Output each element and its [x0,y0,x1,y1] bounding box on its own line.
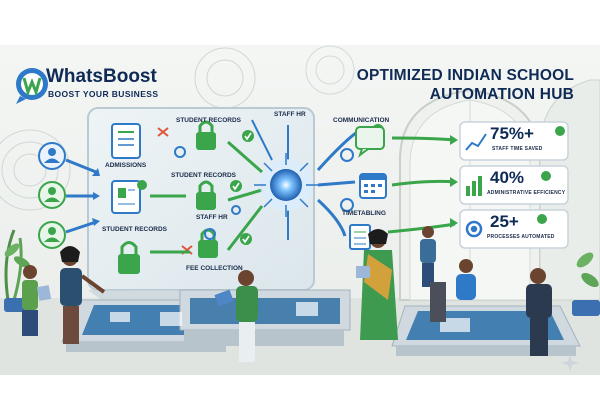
chart-icon [465,133,487,151]
person-teacher-left [60,246,106,344]
document-icon-records [111,180,141,214]
headline: OPTIMIZED INDIAN SCHOOL AUTOMATION HUB [357,66,574,104]
label-student-records-mid: STUDENT RECORDS [171,172,237,179]
headline-line-2: AUTOMATION HUB [429,86,574,103]
checklist-icon [349,224,371,250]
document-icon-admissions [111,123,141,159]
stat-value-2: 40% [490,168,525,187]
person-student-left [22,265,52,336]
person-man-suit [526,268,552,356]
padlock-icon-1 [196,120,216,150]
label-staff-hr-mid: STAFF HR [196,214,228,221]
stat-value-3: 25+ [490,212,519,231]
label-student-records-left: STUDENT RECORDS [102,226,168,233]
brand-name: WhatsBoost [46,66,157,87]
shuffle-icon-1 [157,127,169,137]
stat-value-1: 75%+ [490,124,534,143]
person-man-center [214,270,258,362]
stat-card-2 [459,165,569,205]
desk-middle [179,289,351,346]
label-admissions: ADMISSIONS [105,162,147,169]
label-student-records-top: STUDENT RECORDS [176,117,242,124]
stat-label-2: ADMINISTRATIVE EFFICIENCY [487,190,566,196]
stat-card-1 [459,121,569,161]
gear-icons [174,146,354,240]
label-timetabling: TIMETABLING [342,210,386,217]
label-staff-hr-top: STAFF HR [274,111,306,118]
whatsapp-logo [16,68,48,104]
label-fee-collection: FEE COLLECTION [186,265,243,272]
chat-bubble-icon [355,126,385,158]
user-icon-2 [38,181,66,209]
user-icon-1 [38,142,66,170]
person-man-window [420,226,436,287]
sparkle-icon [561,354,579,372]
gear-icon-card [465,220,483,238]
person-woman-saree [356,229,398,340]
brand-tagline: BOOST YOUR BUSINESS [48,89,159,99]
stat-label-3: PROCESSES AUTOMATED [487,234,555,240]
padlock-icon-4 [118,241,140,274]
user-icon-3 [38,221,66,249]
mandala-decoration-right [305,45,355,95]
label-communication: COMMUNICATION [333,117,390,124]
padlock-icon-2 [196,180,216,210]
headline-line-1: OPTIMIZED INDIAN SCHOOL [356,67,574,84]
stat-label-1: STAFF TIME SAVED [492,146,543,152]
calendar-icon [359,173,387,199]
automation-hub [254,153,318,217]
person-woman-seated [430,259,476,322]
input-arrows [65,158,97,234]
plant-right [572,252,600,316]
flow-arrows [150,140,264,254]
chart-icon-2 [466,176,482,196]
mandala-decoration-left [0,47,256,211]
